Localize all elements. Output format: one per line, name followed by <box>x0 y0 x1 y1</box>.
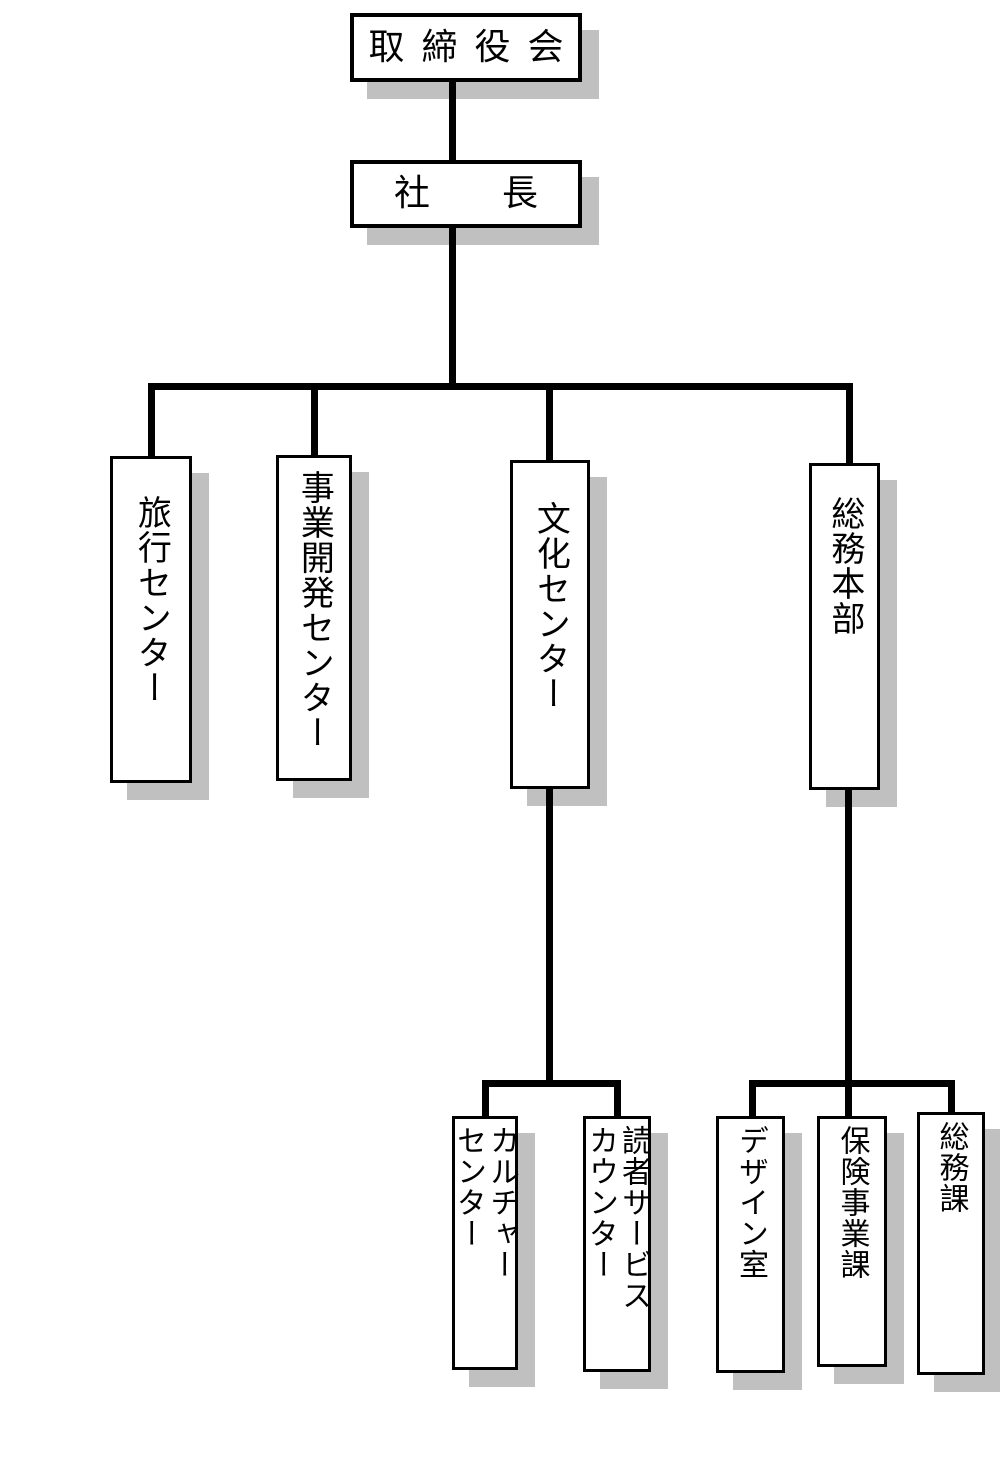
connector-culture-center-stem <box>546 786 553 1084</box>
org-box-label: 総務課 <box>933 1121 969 1214</box>
org-box-general-affairs-section: 総務課 <box>917 1112 985 1375</box>
connector-drop-general-affairs-hq <box>846 383 853 466</box>
org-box-label: 取締役会 <box>368 26 581 68</box>
org-box-label: デザイン室 <box>733 1125 768 1280</box>
org-box-business-development-center: 事業開発センター <box>276 455 352 781</box>
connector-general-affairs-stem <box>845 787 852 1084</box>
org-box-insurance-business-section: 保険事業課 <box>817 1116 887 1367</box>
connector-admin-children-branch <box>749 1080 955 1087</box>
org-box-reader-service-counter: 読者サービス カウンター <box>583 1116 651 1372</box>
connector-president-stem <box>449 226 456 387</box>
org-box-travel-center: 旅行センター <box>110 456 192 783</box>
org-box-label: 事業開発センター <box>294 470 335 750</box>
connector-drop-culture-school <box>482 1080 489 1119</box>
connector-drop-business-dev-center <box>311 383 318 458</box>
org-box-label: 読者サービス カウンター <box>583 1125 651 1311</box>
org-box-label: 旅行センター <box>131 495 172 705</box>
connector-drop-insurance-section <box>845 1080 852 1119</box>
connector-drop-design-room <box>749 1080 756 1119</box>
org-box-label: カルチャー センター <box>451 1125 519 1280</box>
org-box-label: 総務本部 <box>824 496 865 636</box>
org-box-label: 文化センター <box>530 501 571 711</box>
connector-drop-reader-service <box>614 1080 621 1119</box>
org-box-president: 社 長 <box>350 160 582 228</box>
connector-culture-children-branch <box>482 1080 621 1087</box>
connector-drop-general-affairs-section <box>948 1080 955 1115</box>
org-box-culture-school: カルチャー センター <box>451 1116 519 1370</box>
org-box-label: 保険事業課 <box>834 1125 870 1280</box>
org-box-board-of-directors: 取締役会 <box>350 13 582 82</box>
org-box-label: 社 長 <box>393 173 538 214</box>
org-box-culture-center: 文化センター <box>510 460 590 789</box>
org-box-design-room: デザイン室 <box>716 1116 785 1373</box>
connector-board-president <box>449 80 456 162</box>
connector-divisions-branch <box>148 383 853 390</box>
connector-drop-culture-center <box>546 383 553 463</box>
connector-drop-travel-center <box>148 383 155 459</box>
org-box-general-affairs-hq: 総務本部 <box>809 463 880 790</box>
